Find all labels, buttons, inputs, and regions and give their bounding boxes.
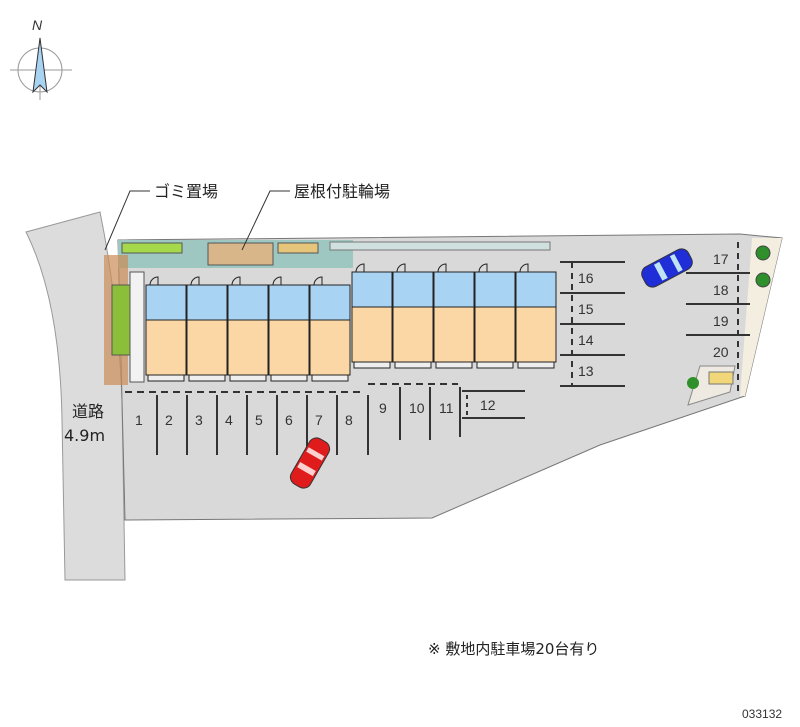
parking-space-13: 13 — [578, 363, 594, 379]
tree-icon — [755, 272, 771, 288]
road-name-label: 道路 — [72, 402, 104, 421]
parking-space-8: 8 — [345, 412, 353, 428]
svg-text:N: N — [32, 17, 43, 33]
parking-space-3: 3 — [195, 412, 203, 428]
parking-note: ※ 敷地内駐車場20台有り — [428, 640, 599, 658]
parking-space-17: 17 — [713, 251, 729, 267]
apartment-unit — [515, 263, 557, 369]
apartment-unit — [351, 263, 393, 369]
parking-space-15: 15 — [578, 301, 594, 317]
parking-space-10: 10 — [409, 400, 425, 416]
fence — [329, 241, 551, 251]
parking-space-12: 12 — [480, 397, 496, 413]
road-width-label: 4.9m — [64, 426, 105, 445]
callout-line — [104, 190, 150, 251]
car-red-icon — [289, 437, 331, 489]
apartment-unit — [309, 276, 351, 382]
side-planting — [111, 284, 131, 356]
property-id: 033132 — [742, 707, 782, 721]
planting-strip — [740, 238, 782, 396]
tree-icon — [755, 245, 771, 261]
garbage-label: ゴミ置場 — [154, 182, 218, 201]
stairs — [129, 271, 145, 383]
apartment-unit — [392, 263, 434, 369]
compass-icon: N — [10, 17, 72, 100]
parking-space-4: 4 — [225, 412, 233, 428]
hedge — [121, 242, 183, 254]
parking-space-5: 5 — [255, 412, 263, 428]
parking-space-20: 20 — [713, 344, 729, 360]
apartment-unit — [186, 276, 228, 382]
apartment-unit — [145, 276, 187, 382]
parking-space-7: 7 — [315, 412, 323, 428]
apartment-unit — [268, 276, 310, 382]
parking-space-6: 6 — [285, 412, 293, 428]
storage-box — [708, 371, 734, 385]
bike-parking-label: 屋根付駐輪場 — [294, 182, 390, 201]
parking-space-2: 2 — [165, 412, 173, 428]
apartment-unit — [227, 276, 269, 382]
parking-space-18: 18 — [713, 282, 729, 298]
parking-space-16: 16 — [578, 270, 594, 286]
parking-space-9: 9 — [379, 400, 387, 416]
parking-space-14: 14 — [578, 332, 594, 348]
tree-icon — [687, 377, 699, 389]
car-blue-icon — [641, 248, 693, 288]
parking-space-1: 1 — [135, 412, 143, 428]
callout-line — [241, 190, 290, 251]
bike-shelter — [207, 242, 274, 266]
apartment-unit — [433, 263, 475, 369]
bike-rack — [277, 242, 319, 254]
parking-space-11: 11 — [439, 400, 454, 416]
parking-space-19: 19 — [713, 313, 729, 329]
apartment-unit — [474, 263, 516, 369]
